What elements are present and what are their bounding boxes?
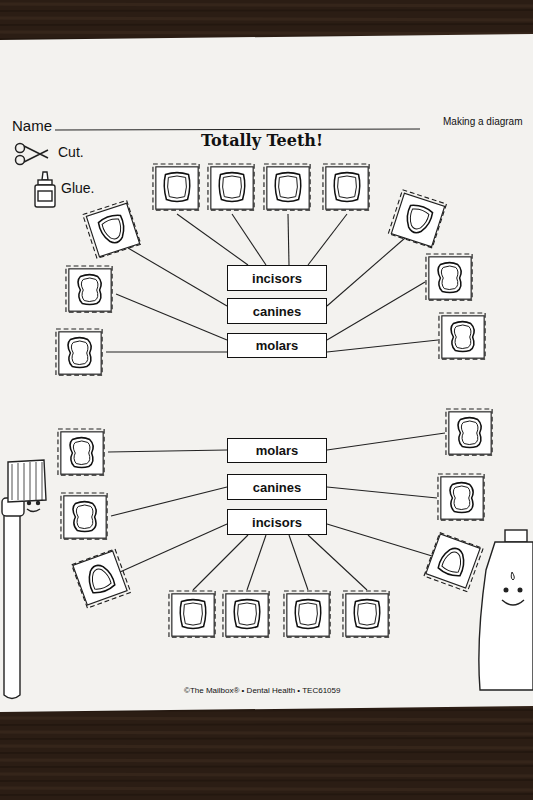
cut-instruction: Cut. bbox=[58, 145, 84, 160]
scissors-icon bbox=[16, 144, 49, 165]
label-box: molars bbox=[227, 438, 327, 463]
tooth-type-label: incisors bbox=[252, 271, 302, 286]
tooth-type-label: molars bbox=[256, 443, 299, 458]
toothpaste-drawing bbox=[479, 530, 533, 690]
label-box: incisors bbox=[227, 509, 327, 535]
name-label: Name bbox=[12, 118, 52, 135]
label-box: incisors bbox=[227, 265, 327, 291]
paper-sheet bbox=[0, 34, 533, 712]
toothbrush-drawing bbox=[2, 460, 46, 699]
label-box: molars bbox=[227, 333, 327, 358]
leader-lines bbox=[106, 214, 445, 590]
label-box: canines bbox=[227, 298, 327, 324]
tooth-type-label: canines bbox=[253, 304, 301, 319]
tooth-type-label: molars bbox=[256, 338, 299, 353]
worksheet-title: Totally Teeth! bbox=[201, 132, 323, 150]
label-box: canines bbox=[227, 474, 327, 500]
tooth-type-label: canines bbox=[253, 480, 301, 495]
tooth-type-label: incisors bbox=[252, 515, 302, 530]
tooth-pictures bbox=[56, 164, 492, 637]
glue-icon bbox=[35, 172, 55, 207]
copyright-footer: ©The Mailbox® • Dental Health • TEC61059 bbox=[184, 687, 340, 696]
glue-instruction: Glue. bbox=[61, 181, 94, 196]
worksheet-type: Making a diagram bbox=[443, 116, 522, 127]
